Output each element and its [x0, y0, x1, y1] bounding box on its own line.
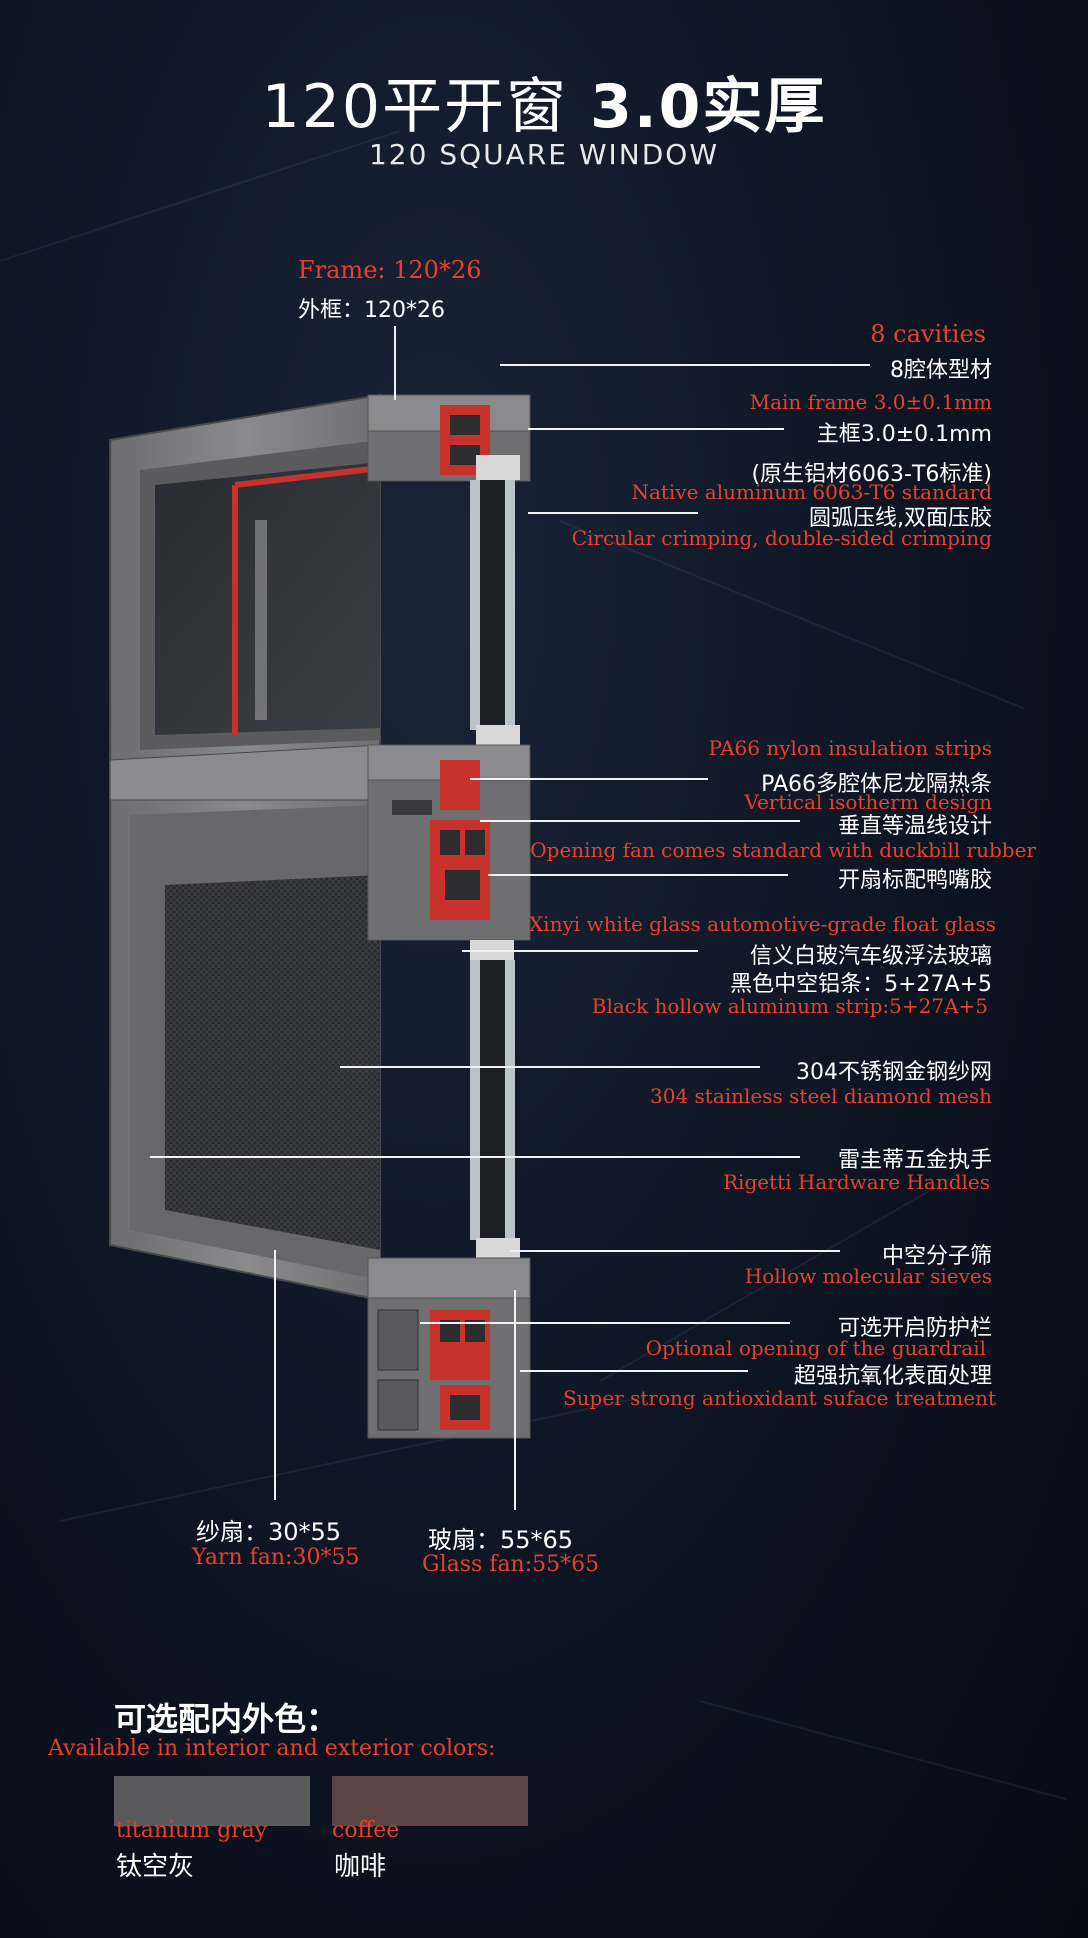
- callout-handles-en: Rigetti Hardware Handles: [723, 1170, 990, 1194]
- color-coffee-en: coffee: [332, 1818, 400, 1843]
- callout-mesh-en: 304 stainless steel diamond mesh: [650, 1084, 992, 1108]
- callout-crimping-cn: 圆弧压线,双面压胶: [809, 506, 992, 531]
- leader-line: [470, 778, 708, 780]
- callout-guardrail-en: Optional opening of the guardrail: [645, 1336, 986, 1360]
- callout-guardrail-cn: 可选开启防护栏: [837, 1316, 992, 1341]
- callout-isotherm-cn: 垂直等温线设计: [837, 814, 992, 839]
- callout-xinyi-glass-en: Xinyi white glass automotive-grade float…: [528, 912, 996, 936]
- leader-line: [528, 512, 698, 514]
- color-coffee-cn: 咖啡: [334, 1852, 387, 1882]
- glass-fan-label-cn: 玻扇：55*65: [428, 1526, 574, 1554]
- callout-8-cavities-cn: 8腔体型材: [890, 358, 992, 383]
- swatch-coffee: [332, 1776, 528, 1826]
- color-titanium-gray-cn: 钛空灰: [116, 1852, 195, 1882]
- callout-crimping-en: Circular crimping, double-sided crimping: [571, 526, 992, 550]
- leader-line: [274, 1250, 276, 1500]
- leader-line: [394, 326, 396, 400]
- callout-pa66-cn: PA66多腔体尼龙隔热条: [761, 772, 992, 797]
- glass-fan-label-en: Glass fan:55*65: [422, 1552, 600, 1577]
- page-subtitle: 120 SQUARE WINDOW: [368, 138, 720, 171]
- colors-heading-cn: 可选配内外色：: [114, 1700, 339, 1738]
- callout-main-frame-cn: 主框3.0±0.1mm: [816, 422, 992, 447]
- colors-heading-en: Available in interior and exterior color…: [48, 1736, 496, 1761]
- yarn-fan-label-cn: 纱扇：30*55: [196, 1518, 342, 1546]
- leader-line: [500, 364, 870, 366]
- callout-handles-cn: 雷圭蒂五金执手: [837, 1148, 992, 1173]
- leader-line: [150, 1156, 800, 1158]
- leader-line: [510, 1250, 840, 1252]
- callout-hollow-strip-cn: 黑色中空铝条：5+27A+5: [730, 972, 992, 997]
- callout-pa66-en: PA66 nylon insulation strips: [708, 736, 992, 760]
- callout-native-aluminum-en: Native aluminum 6063-T6 standard: [631, 480, 992, 504]
- frame-label-en: Frame: 120*26: [298, 256, 482, 284]
- callout-xinyi-glass-cn: 信义白玻汽车级浮法玻璃: [749, 944, 992, 969]
- leader-line: [514, 1290, 516, 1510]
- callout-main-frame-en: Main frame 3.0±0.1mm: [749, 390, 992, 414]
- callout-8-cavities-en: 8 cavities: [870, 320, 986, 348]
- leader-line: [528, 428, 784, 430]
- leader-line: [488, 874, 788, 876]
- callout-duckbill-cn: 开扇标配鸭嘴胶: [837, 868, 992, 893]
- yarn-fan-label-en: Yarn fan:30*55: [192, 1545, 360, 1570]
- callout-native-aluminum-cn: (原生铝材6063-T6标准): [751, 462, 992, 487]
- callout-antioxidant-cn: 超强抗氧化表面处理: [793, 1364, 992, 1389]
- callout-molecular-sieves-cn: 中空分子筛: [881, 1244, 992, 1269]
- callout-antioxidant-en: Super strong antioxidant suface treatmen…: [562, 1386, 996, 1410]
- callout-mesh-cn: 304不锈钢金钢纱网: [796, 1060, 992, 1085]
- callout-isotherm-en: Vertical isotherm design: [744, 790, 992, 814]
- leader-line: [340, 1066, 760, 1068]
- callout-hollow-strip-en: Black hollow aluminum strip:5+27A+5: [591, 994, 988, 1018]
- cross-section: [367, 394, 531, 1439]
- callout-duckbill-en: Opening fan comes standard with duckbill…: [530, 838, 1036, 862]
- leader-line: [520, 1370, 748, 1372]
- leader-line: [480, 820, 800, 822]
- swatch-titanium-gray: [114, 1776, 310, 1826]
- leader-line: [462, 950, 698, 952]
- frame-label-cn: 外框：120*26: [298, 298, 445, 323]
- leader-line: [420, 1322, 790, 1324]
- callout-molecular-sieves-en: Hollow molecular sieves: [744, 1264, 992, 1288]
- color-titanium-gray-en: titanium gray: [116, 1818, 268, 1843]
